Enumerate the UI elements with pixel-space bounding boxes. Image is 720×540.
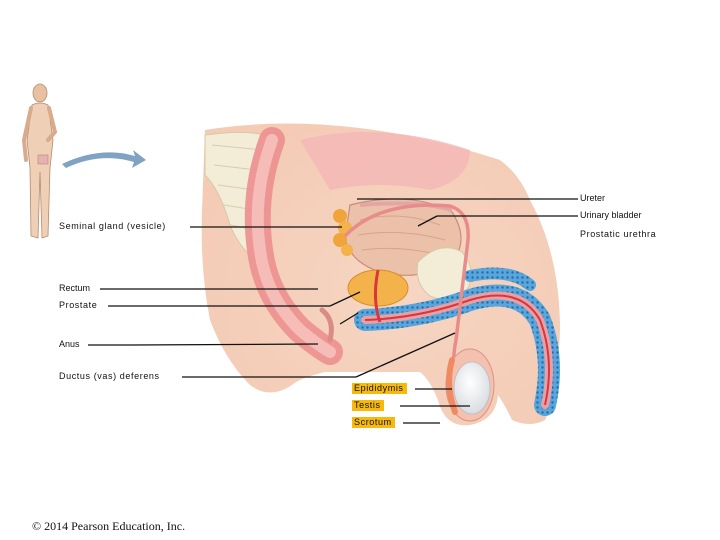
label-ureter: Ureter bbox=[580, 193, 606, 203]
label-rectum: Rectum bbox=[59, 283, 91, 293]
label-anus: Anus bbox=[59, 339, 80, 349]
copyright-notice: © 2014 Pearson Education, Inc. bbox=[32, 519, 186, 533]
leader-lines bbox=[88, 198, 578, 424]
label-testis: Testis bbox=[352, 400, 384, 411]
label-urinary-bladder: Urinary bladder bbox=[580, 210, 642, 220]
pointer-arrow-icon bbox=[62, 150, 146, 168]
label-prostate: Prostate bbox=[59, 300, 98, 310]
label-epididymis: Epididymis bbox=[352, 383, 407, 394]
label-scrotum: Scrotum bbox=[352, 417, 395, 428]
pelvic-section-illustration bbox=[201, 123, 560, 426]
label-prostatic-urethra: Prostatic urethra bbox=[580, 229, 657, 239]
human-figure-icon bbox=[21, 83, 58, 239]
label-seminal-gland: Seminal gland (vesicle) bbox=[59, 221, 166, 231]
label-ductus-deferens: Ductus (vas) deferens bbox=[59, 371, 160, 381]
